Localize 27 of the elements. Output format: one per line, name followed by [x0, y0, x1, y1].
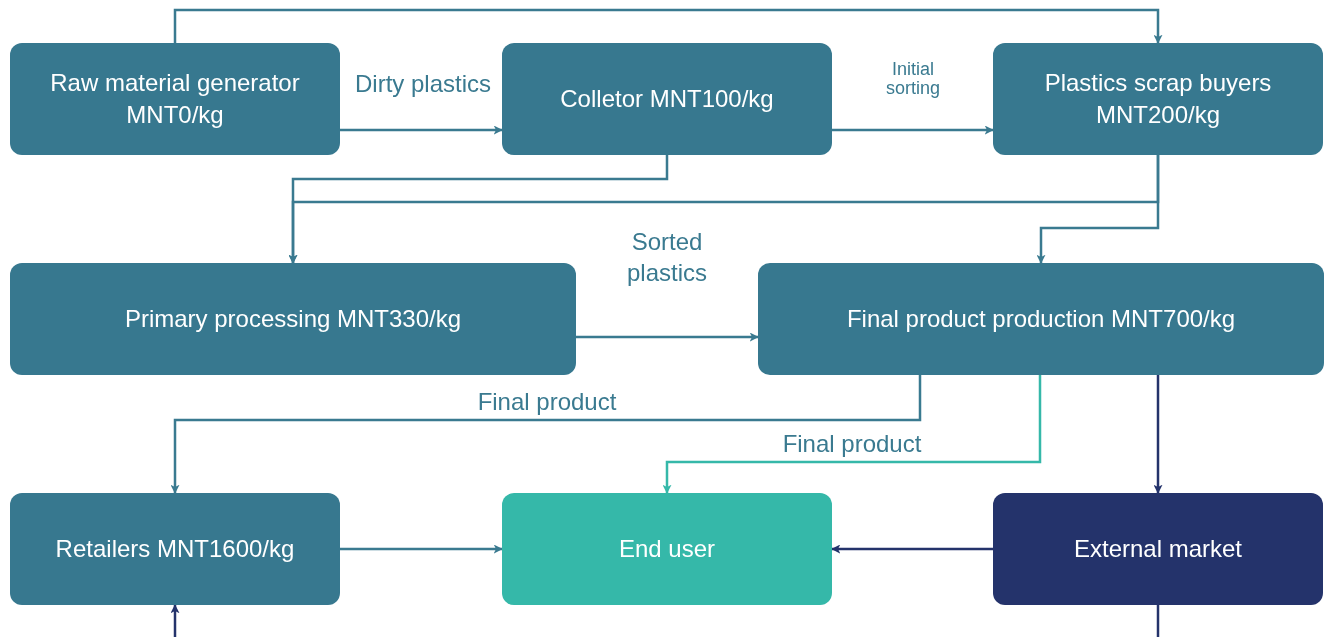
box-label: End user	[618, 534, 716, 565]
arrow	[662, 375, 1042, 494]
process-box	[758, 263, 1324, 375]
process-box	[502, 493, 832, 605]
box-label: Final product production MNT700/kg	[846, 304, 1236, 335]
arrow	[831, 544, 993, 554]
arrow	[170, 375, 922, 494]
arrow	[170, 604, 180, 637]
arrow	[173, 8, 1163, 44]
process-box	[502, 43, 832, 155]
process-box	[10, 263, 576, 375]
arrow	[1153, 375, 1163, 494]
arrow	[340, 125, 503, 135]
box-label: External market	[1073, 534, 1243, 565]
box-label: Primary processing MNT330/kg	[124, 304, 462, 335]
box-label: Plastics scrap buyers MNT200/kg	[1043, 68, 1273, 130]
arrow	[832, 125, 994, 135]
arrow	[576, 332, 759, 342]
process-box	[10, 493, 340, 605]
box-label: Raw material generator MNT0/kg	[49, 68, 301, 130]
process-box	[10, 43, 340, 155]
box-label: Retailers MNT1600/kg	[55, 534, 295, 565]
arrow	[340, 544, 503, 554]
process-box	[993, 43, 1323, 155]
arrow	[1036, 155, 1160, 264]
box-label: Colletor MNT100/kg	[560, 84, 774, 115]
process-box	[993, 493, 1323, 605]
